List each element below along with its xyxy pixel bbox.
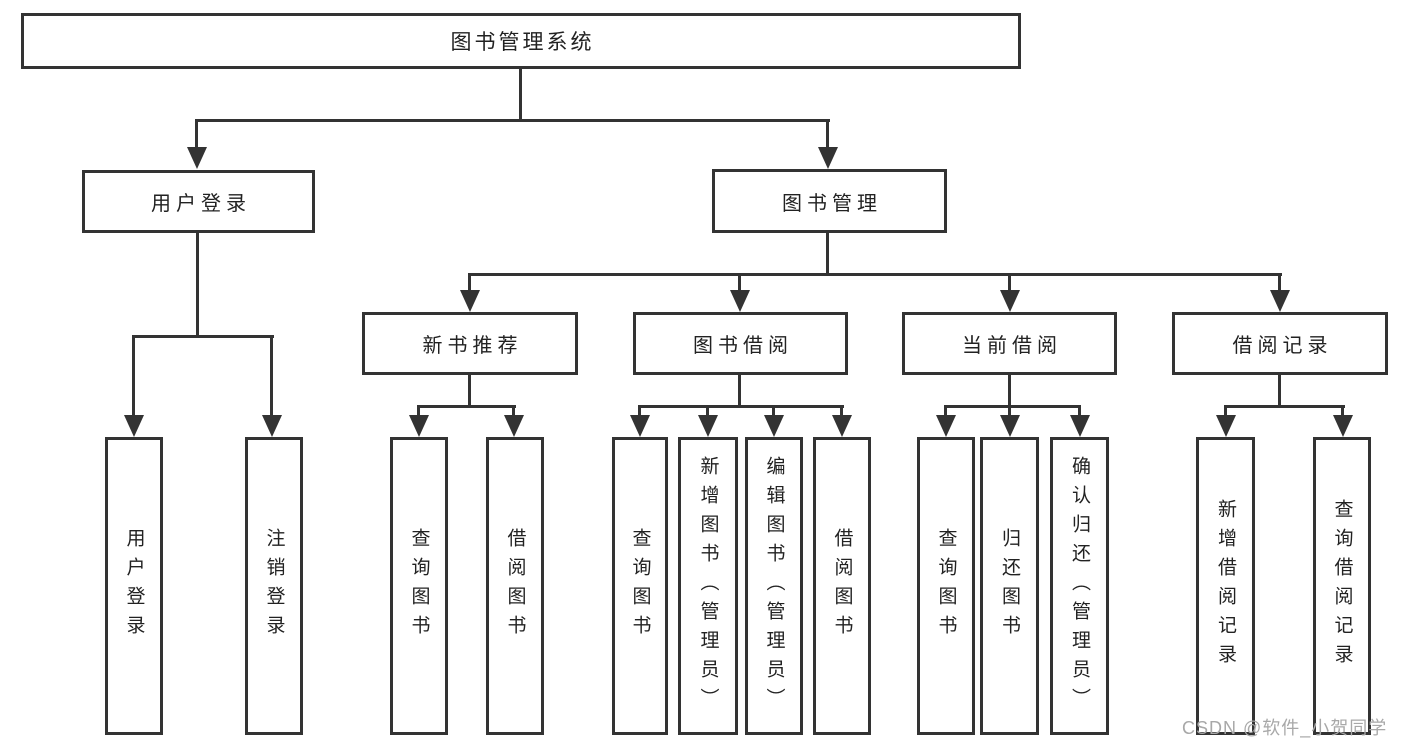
arrowhead [936, 415, 956, 437]
arrowhead [1270, 290, 1290, 312]
tree-edge [512, 405, 515, 417]
arrowhead [1000, 290, 1020, 312]
arrowhead [1333, 415, 1353, 437]
node-new-book-recommend: 新书推荐 [362, 312, 578, 375]
tree-edge [738, 375, 741, 407]
leaf-newbook-query-books: 查询图书 [390, 437, 448, 735]
tree-edge [945, 405, 1081, 408]
node-root-system: 图书管理系统 [21, 13, 1021, 69]
leaf-logout: 注销登录 [245, 437, 303, 735]
leaf-current-confirm-return-admin: 确认归还（管理员） [1050, 437, 1109, 735]
tree-edge [639, 405, 844, 408]
arrowhead [409, 415, 429, 437]
leaf-user-login: 用户登录 [105, 437, 163, 735]
tree-edge [1008, 273, 1011, 292]
tree-edge [196, 233, 199, 337]
node-book-management: 图书管理 [712, 169, 947, 233]
node-borrowing-records: 借阅记录 [1172, 312, 1388, 375]
tree-edge [826, 119, 829, 149]
node-user-login: 用户登录 [82, 170, 315, 233]
leaf-borrowing-edit-books-admin: 编辑图书（管理员） [745, 437, 803, 735]
leaf-records-add-record: 新增借阅记录 [1196, 437, 1255, 735]
tree-edge [133, 335, 274, 338]
tree-edge [1008, 405, 1011, 417]
tree-edge [1224, 405, 1227, 417]
tree-edge [468, 273, 1282, 276]
arrowhead [764, 415, 784, 437]
node-book-borrowing: 图书借阅 [633, 312, 848, 375]
arrowhead [1000, 415, 1020, 437]
arrowhead [1216, 415, 1236, 437]
arrowhead [630, 415, 650, 437]
arrowhead [460, 290, 480, 312]
arrowhead [187, 147, 207, 169]
tree-edge [638, 405, 641, 417]
leaf-borrowing-add-books-admin: 新增图书（管理员） [678, 437, 738, 735]
tree-edge [840, 405, 843, 417]
csdn-watermark: CSDN @软件_小贺同学 [1182, 718, 1388, 738]
leaf-borrowing-borrow-books: 借阅图书 [813, 437, 871, 735]
tree-edge [195, 119, 198, 149]
tree-edge [417, 405, 420, 417]
node-current-borrowing: 当前借阅 [902, 312, 1117, 375]
tree-edge [468, 273, 471, 292]
tree-edge [1278, 273, 1281, 292]
tree-edge [1078, 405, 1081, 417]
tree-edge [738, 273, 741, 292]
arrowhead [730, 290, 750, 312]
arrowhead [818, 147, 838, 169]
leaf-borrowing-query-books: 查询图书 [612, 437, 668, 735]
tree-edge [944, 405, 947, 417]
tree-edge [132, 335, 135, 417]
leaf-records-query-record: 查询借阅记录 [1313, 437, 1371, 735]
arrowhead [124, 415, 144, 437]
tree-edge [706, 405, 709, 417]
tree-edge [1341, 405, 1344, 417]
tree-edge [519, 69, 522, 121]
arrowhead [262, 415, 282, 437]
arrowhead [1070, 415, 1090, 437]
tree-edge [1008, 375, 1011, 407]
tree-edge [826, 233, 829, 276]
leaf-newbook-borrow-books: 借阅图书 [486, 437, 544, 735]
tree-edge [418, 405, 516, 408]
arrowhead [832, 415, 852, 437]
tree-edge [772, 405, 775, 417]
tree-edge [1278, 375, 1281, 407]
arrowhead [504, 415, 524, 437]
leaf-current-query-books: 查询图书 [917, 437, 975, 735]
arrowhead [698, 415, 718, 437]
leaf-current-return-books: 归还图书 [980, 437, 1039, 735]
tree-edge [270, 335, 273, 417]
tree-edge [468, 375, 471, 407]
tree-edge [1225, 405, 1345, 408]
tree-edge [196, 119, 830, 122]
